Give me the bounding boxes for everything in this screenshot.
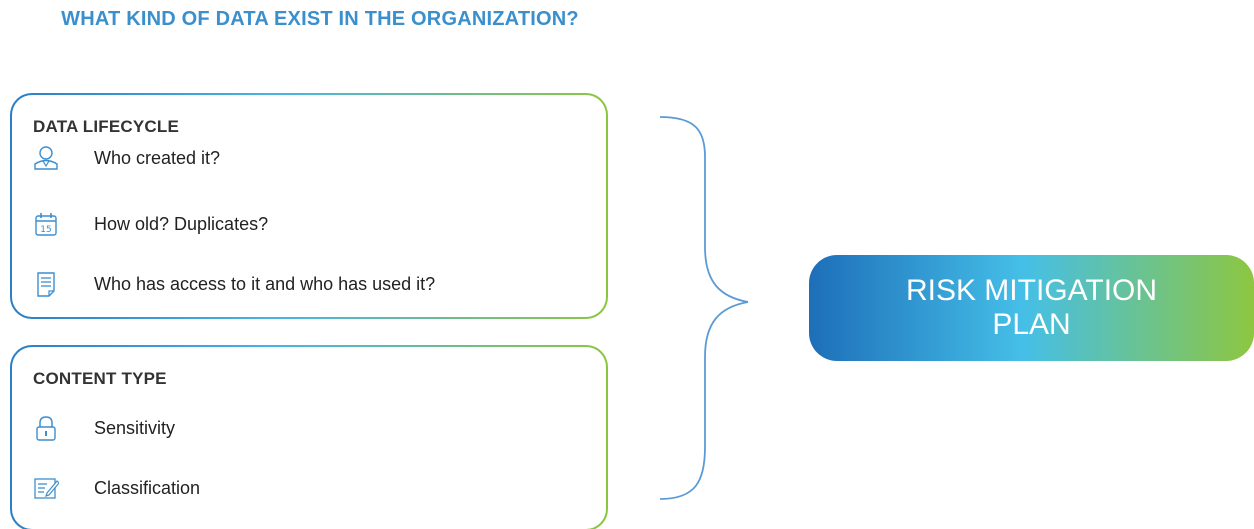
list-item-label: Who created it?: [94, 147, 221, 168]
content-type-heading: CONTENT TYPE: [33, 369, 167, 388]
calendar-icon: 15: [32, 210, 60, 238]
edit-list-icon: [32, 474, 60, 502]
risk-mitigation-plan-box: RISK MITIGATION PLAN: [809, 255, 1254, 361]
person-icon: [32, 144, 60, 172]
list-item-label: How old? Duplicates?: [94, 213, 269, 234]
list-item-label: Who has access to it and who has used it…: [94, 273, 436, 294]
risk-mitigation-plan-label: RISK MITIGATION PLAN: [905, 274, 1158, 341]
list-item-how-old: 15 How old? Duplicates?: [32, 209, 268, 239]
list-item-classification: Classification: [32, 473, 200, 503]
data-lifecycle-box: DATA LIFECYCLE Who created it?: [10, 93, 608, 319]
list-item-label: Classification: [94, 477, 201, 498]
page-title: WHAT KIND OF DATA EXIST IN THE ORGANIZAT…: [61, 8, 579, 30]
list-item-access: Who has access to it and who has used it…: [32, 269, 435, 299]
list-item-label: Sensitivity: [94, 417, 176, 438]
calendar-day: 15: [40, 225, 51, 235]
document-icon: [32, 270, 60, 298]
content-type-box: CONTENT TYPE Sensitivity: [10, 345, 608, 529]
list-item-sensitivity: Sensitivity: [32, 413, 175, 443]
list-item-who-created: Who created it?: [32, 143, 220, 173]
lock-icon: [32, 414, 60, 442]
curly-brace: [659, 116, 749, 500]
data-lifecycle-heading: DATA LIFECYCLE: [33, 117, 180, 136]
